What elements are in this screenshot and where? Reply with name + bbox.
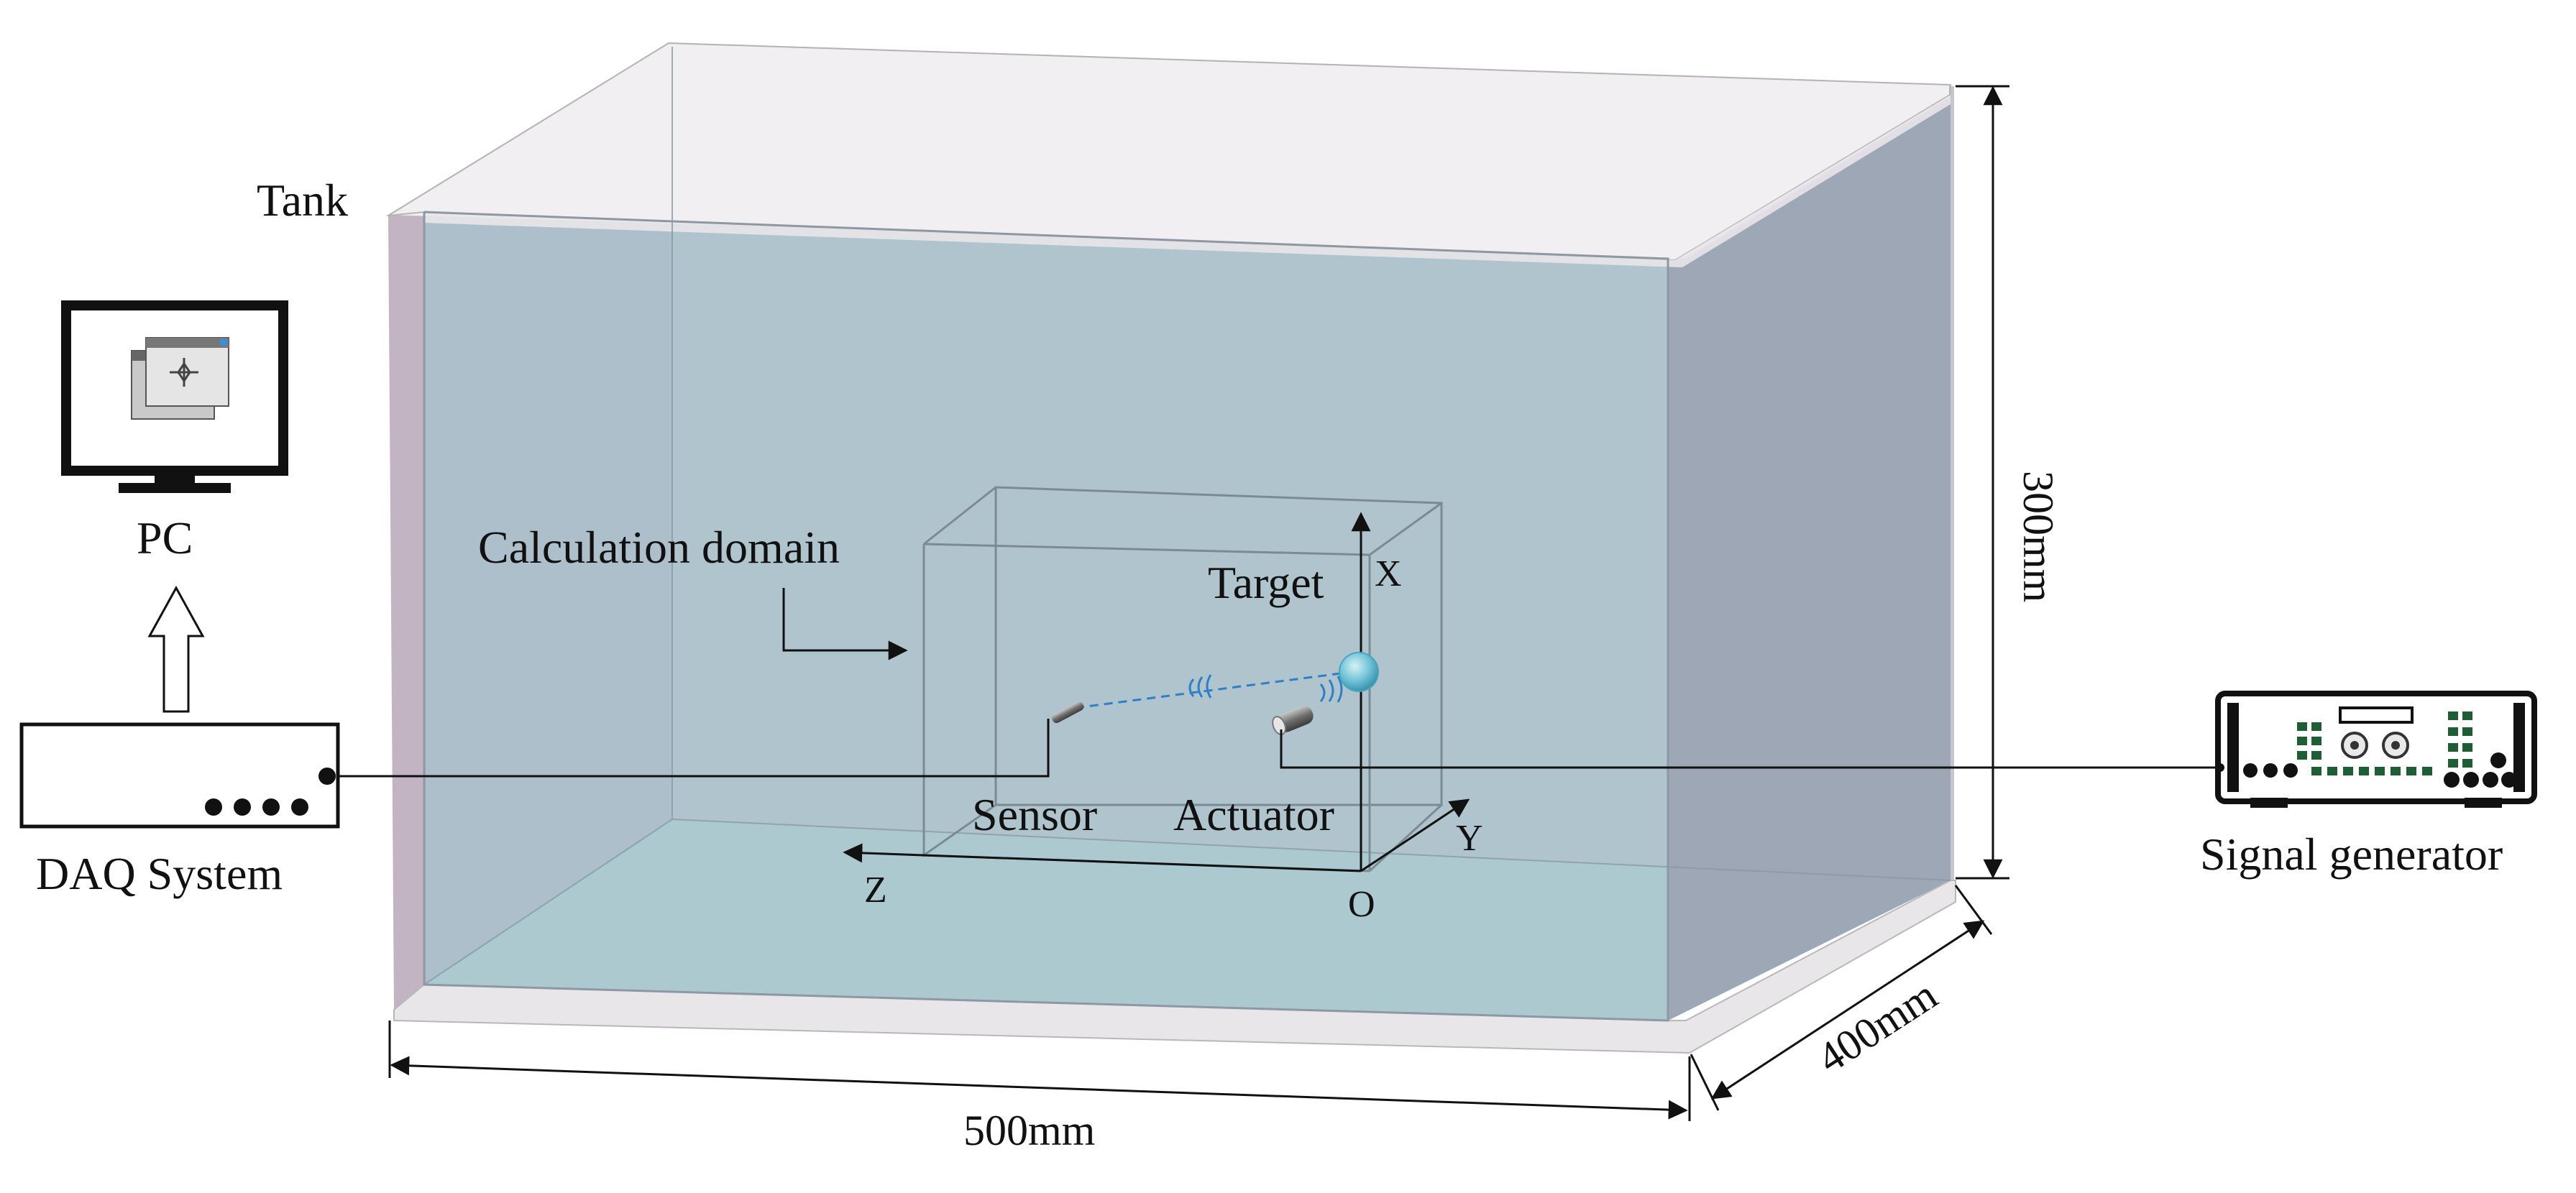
axis-z-label: Z [864, 870, 887, 911]
signal-generator-label: Signal generator [2200, 829, 2503, 880]
tank-floor [424, 819, 1951, 1021]
origin-label: O [1348, 884, 1375, 925]
monitor-icon [61, 300, 288, 493]
tank-left-wall [395, 47, 672, 1006]
actuator-cable [1280, 729, 2220, 769]
axis-z-arrow [843, 843, 1362, 872]
actuator-label: Actuator [1173, 789, 1334, 840]
pc-label: PC [137, 512, 193, 563]
dimension-width-label: 500mm [963, 1107, 1095, 1154]
axis-x-label: X [1375, 553, 1402, 594]
tank [385, 42, 1956, 1054]
sensor-probe [1052, 701, 1084, 724]
dimension-height-label: 300mm [2014, 471, 2062, 602]
tank-front-glass [424, 212, 1668, 1021]
dimension-width [388, 1021, 1691, 1121]
sensor-cable [327, 719, 1050, 778]
tank-left-edge [388, 210, 426, 1010]
dimension-depth-label: 400mm [1809, 971, 1945, 1082]
daq-box-icon [19, 722, 340, 829]
target-label: Target [1208, 557, 1324, 608]
coordinate-axes [843, 512, 1470, 872]
hollow-up-arrow-icon [147, 585, 205, 713]
calculation-domain-pointer [782, 588, 908, 660]
sensor-label: Sensor [972, 789, 1097, 840]
axis-y-arrow [1360, 798, 1470, 872]
daq-system-label: DAQ System [36, 848, 283, 899]
tank-right-wall [1668, 86, 1951, 1021]
axis-y-label: Y [1456, 818, 1483, 859]
tank-label: Tank [257, 175, 348, 226]
tank-right-edge [1951, 86, 1954, 880]
signal-generator-icon [2215, 691, 2537, 808]
target-sphere [1339, 652, 1379, 692]
calculation-domain-label: Calculation domain [478, 522, 840, 573]
dimension-height [1956, 85, 2009, 880]
wave-path [1075, 667, 1353, 709]
dimension-depth [1690, 885, 1993, 1111]
actuator-probe [1272, 706, 1314, 735]
